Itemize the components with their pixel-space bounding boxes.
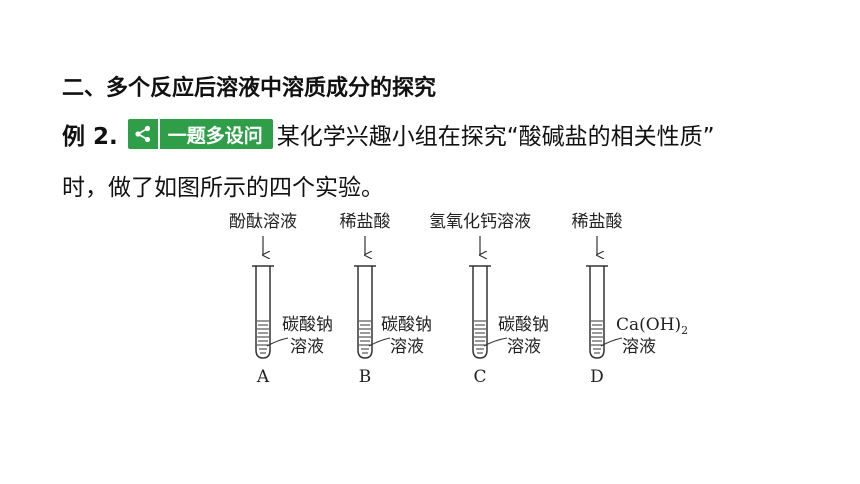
experiment-c: 氢氧化钙溶液 碳酸钠 溶液 C — [429, 212, 549, 387]
experiment-a: 酚酞溶液 碳酸钠 溶液 A — [229, 212, 333, 387]
reagent-label: 稀盐酸 — [340, 212, 391, 232]
formula-subscript: 2 — [681, 324, 688, 337]
solution-label-line2: 溶液 — [507, 337, 541, 357]
experiment-b: 稀盐酸 碳酸钠 溶液 B — [340, 212, 433, 387]
solution-label-line2: 溶液 — [390, 337, 424, 357]
question-variants-badge[interactable]: 一题多设问 — [127, 119, 273, 149]
example-text: 某化学兴趣小组在探究“酸碱盐的相关性质” — [276, 124, 715, 150]
badge-label: 一题多设问 — [167, 124, 263, 147]
solution-label-line1: 碳酸钠 — [381, 315, 432, 335]
share-icon — [128, 119, 160, 149]
solution-label-line2: 溶液 — [290, 337, 324, 357]
solution-label-line1: 碳酸钠 — [498, 315, 549, 335]
experiment-label: B — [359, 367, 372, 387]
reagent-label: 稀盐酸 — [572, 212, 623, 232]
reagent-label: 酚酞溶液 — [229, 212, 297, 232]
test-tube — [252, 265, 274, 359]
solution-label-line1: 碳酸钠 — [282, 315, 333, 335]
label-leader-line — [483, 337, 508, 347]
formula-main: Ca(OH) — [616, 315, 681, 335]
solution-label-line2: 溶液 — [622, 337, 656, 357]
test-tube — [469, 265, 491, 359]
example-line: 例 2. 一题多设问 某化学兴趣小组在探究“酸碱盐的相关性质” — [62, 117, 715, 151]
label-leader-line — [368, 337, 391, 347]
test-tube — [354, 265, 376, 359]
solution-label-line1: Ca(OH)2 — [616, 315, 688, 337]
experiment-label: A — [256, 367, 270, 387]
section-title: 二、多个反应后溶液中溶质成分的探究 — [62, 76, 437, 101]
label-leader-line — [600, 337, 623, 347]
label-leader-line — [266, 337, 289, 347]
example-text-continuation: 时，做了如图所示的四个实验。 — [62, 175, 384, 201]
reagent-label: 氢氧化钙溶液 — [429, 212, 531, 232]
test-tube — [586, 265, 608, 359]
example-label: 例 2. — [62, 124, 118, 150]
experiment-d: 稀盐酸 Ca(OH)2 溶液 D — [572, 212, 689, 387]
experiment-label: C — [473, 367, 486, 387]
experiment-label: D — [590, 367, 604, 387]
